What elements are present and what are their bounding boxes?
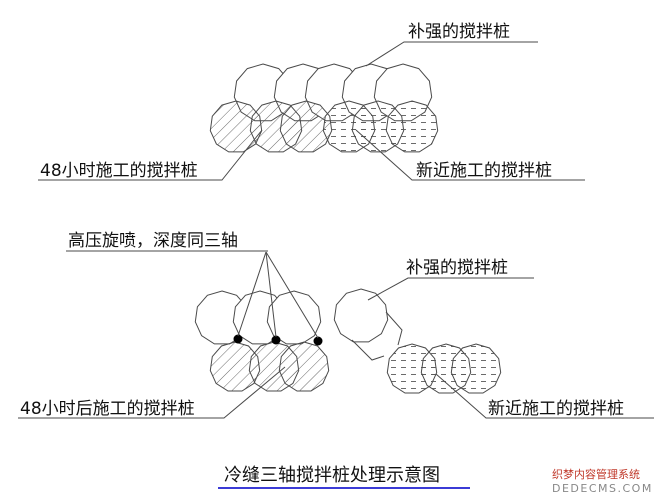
top-leader-lines bbox=[38, 41, 585, 181]
bottom-leader-lines bbox=[18, 250, 654, 419]
reinforce-pile bbox=[333, 288, 389, 343]
jet-leader-1 bbox=[237, 251, 267, 337]
top-48h-leader bbox=[38, 129, 263, 181]
top-48h-piles bbox=[209, 100, 333, 153]
jet-grout-label: 高压旋喷，深度同三轴 bbox=[68, 231, 238, 251]
bottom-48h-piles bbox=[209, 341, 330, 392]
jet-leader-2 bbox=[265, 251, 277, 338]
jet-grout-points bbox=[233, 334, 323, 346]
bottom-figure: 高压旋喷，深度同三轴 补强的搅拌桩 48小时后施工的搅拌桩 新近施工的搅拌桩 bbox=[18, 231, 654, 419]
bottom-reinforce-label: 补强的搅拌桩 bbox=[406, 258, 508, 278]
pile-48h bbox=[278, 341, 330, 392]
pile-new bbox=[450, 343, 502, 394]
watermark-domain: DEDECMS.COM bbox=[552, 482, 653, 495]
bottom-reinforce-piles bbox=[194, 288, 389, 345]
top-reinforce-leader bbox=[365, 41, 538, 67]
bottom-new-leader bbox=[435, 373, 654, 419]
bottom-connector-line bbox=[351, 311, 403, 361]
jet-grout-point bbox=[313, 336, 323, 346]
jet-leader-3 bbox=[265, 251, 319, 339]
top-new-piles bbox=[322, 100, 439, 153]
pile-new bbox=[385, 100, 439, 153]
reinforce-pile bbox=[266, 290, 322, 345]
top-reinforce-label: 补强的搅拌桩 bbox=[408, 22, 510, 42]
top-figure: 补强的搅拌桩 48小时施工的搅拌桩 新近施工的搅拌桩 bbox=[38, 22, 585, 181]
bottom-new-piles bbox=[386, 343, 502, 394]
bottom-reinforce-leader bbox=[367, 277, 534, 301]
bottom-48h-leader bbox=[18, 366, 286, 419]
bottom-new-label: 新近施工的搅拌桩 bbox=[488, 399, 624, 419]
top-48h-label: 48小时施工的搅拌桩 bbox=[40, 161, 198, 181]
watermark-title: 织梦内容管理系统 bbox=[552, 467, 640, 481]
jet-grout-point bbox=[271, 335, 281, 345]
site-watermark: 织梦内容管理系统 DEDECMS.COM bbox=[552, 467, 653, 495]
top-new-label: 新近施工的搅拌桩 bbox=[416, 161, 552, 181]
bottom-48h-label: 48小时后施工的搅拌桩 bbox=[20, 399, 195, 419]
top-new-leader bbox=[355, 129, 585, 181]
diagram-caption: 冷缝三轴搅拌桩处理示意图 bbox=[224, 465, 440, 486]
jet-grout-point bbox=[233, 334, 243, 344]
